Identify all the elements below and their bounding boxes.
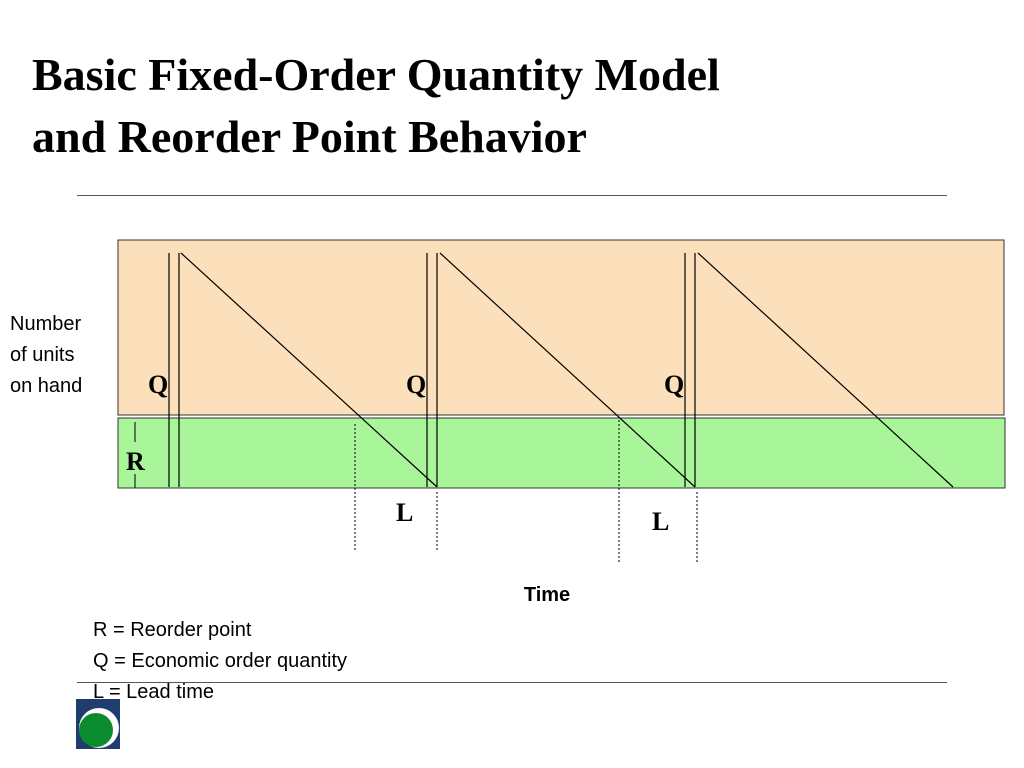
lead-time-1: L	[354, 424, 438, 550]
quantity-label: Q	[406, 370, 426, 399]
x-axis-label: Time	[523, 584, 571, 606]
lead-time-2: L	[618, 420, 698, 562]
cycle-2: Q	[406, 252, 696, 488]
slide-title-line-2: and Reorder Point Behavior	[32, 111, 587, 162]
slide-title-line-1: Basic Fixed-Order Quantity Model	[32, 49, 720, 100]
logo-icon	[76, 699, 120, 749]
lead-time-label: L	[396, 498, 413, 527]
y-axis-label-line-1: Number	[10, 313, 82, 335]
legend-lead-time: L = Lead time	[93, 681, 215, 703]
footer-divider	[77, 682, 947, 683]
lead-time-label: L	[652, 507, 669, 536]
y-axis-label-line-3: on hand	[10, 375, 83, 397]
legend-reorder-point: R = Reorder point	[93, 619, 252, 641]
legend: R = Reorder point Q = Economic order qua…	[93, 615, 347, 708]
cycle-1: Q	[148, 252, 438, 488]
depletion-line	[180, 252, 438, 488]
legend-economic-order-quantity: Q = Economic order quantity	[93, 650, 348, 672]
inventory-band-below-reorder	[117, 417, 1006, 489]
y-axis-label-line-2: of units	[10, 344, 75, 366]
title-divider	[77, 195, 947, 196]
quantity-label: Q	[664, 370, 684, 399]
reorder-point-label: R	[126, 447, 145, 476]
slide-title: Basic Fixed-Order Quantity Model and Reo…	[32, 44, 720, 168]
logo-globe	[79, 713, 113, 747]
inventory-band-above-reorder	[117, 239, 1005, 416]
depletion-line	[439, 252, 696, 488]
y-axis-label: Number of units on hand	[10, 309, 82, 402]
quantity-label: Q	[148, 370, 168, 399]
depletion-line	[697, 252, 954, 488]
cycle-3: Q	[664, 252, 954, 488]
